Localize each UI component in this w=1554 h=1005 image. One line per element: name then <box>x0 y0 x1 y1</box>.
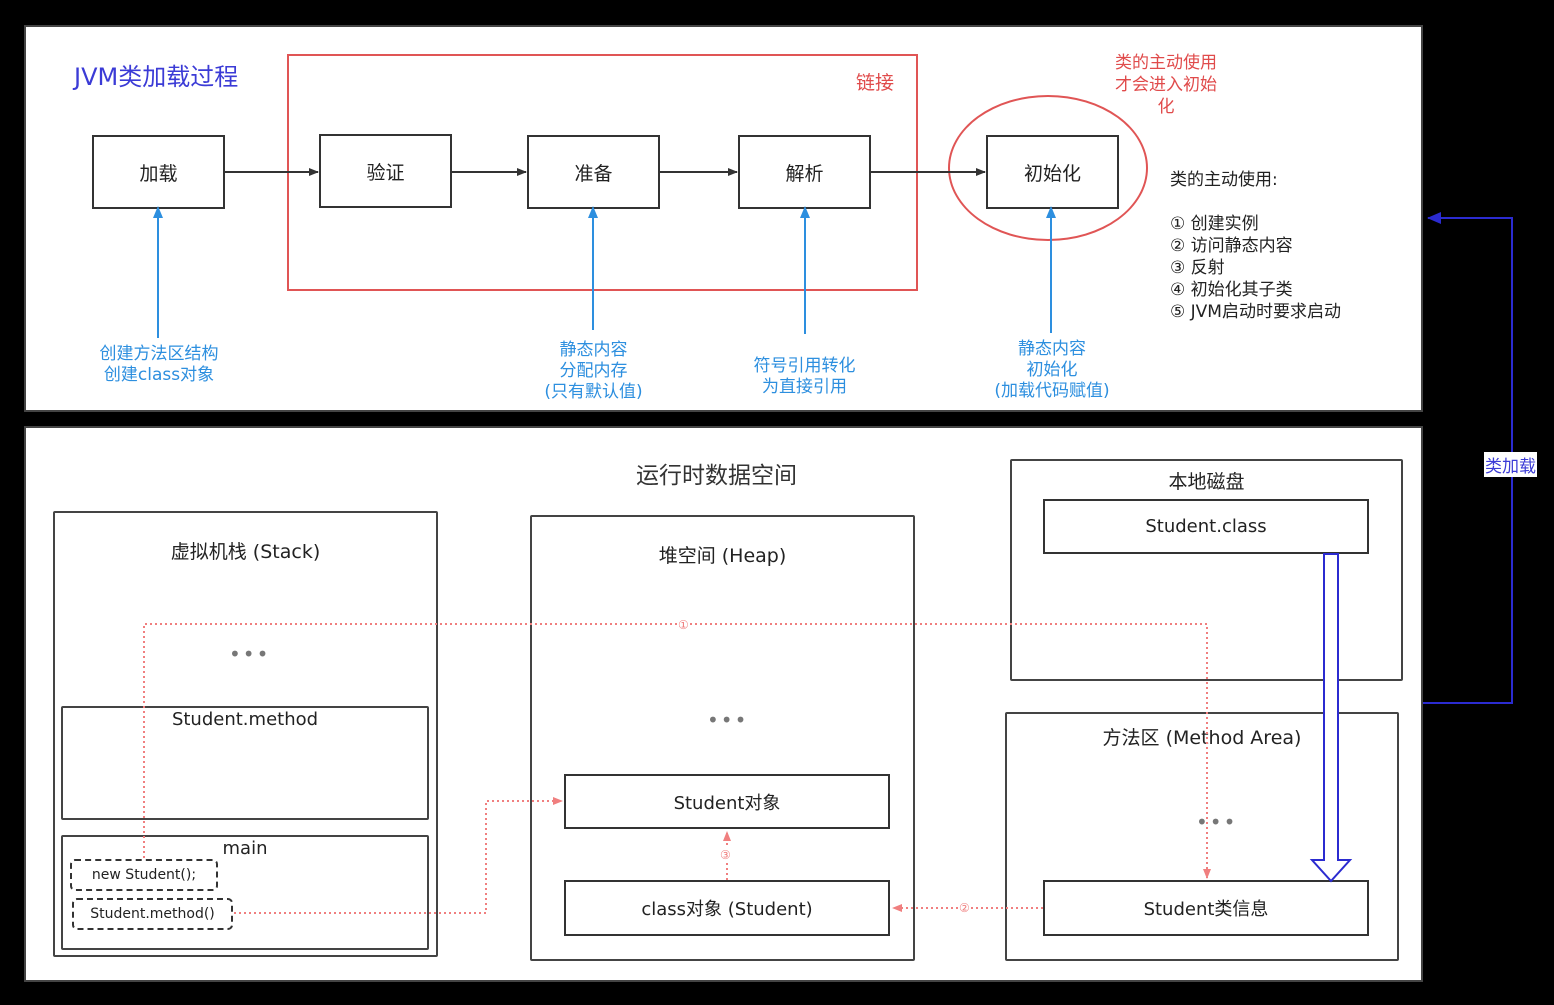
runtime-data-title: 运行时数据空间 <box>636 463 797 489</box>
load-annotation: 创建方法区结构 创建class对象 <box>99 344 219 385</box>
class-object: class对象 (Student) <box>564 880 890 936</box>
connector-new-to-class-info <box>143 623 1211 879</box>
active-use-note: 类的主动使用 才会进入初始 化 <box>1115 53 1217 117</box>
method-area-title: 方法区 (Method Area) <box>1102 727 1302 749</box>
new-student-statement: new Student(); <box>70 859 218 891</box>
initialization-ellipse <box>948 95 1148 241</box>
active-use-list: 类的主动使用: ① 创建实例 ② 访问静态内容 ③ 反射 ④ 初始化其子类 ⑤ … <box>1170 169 1341 323</box>
init-annotation: 静态内容 初始化 (加载代码赋值) <box>994 339 1110 401</box>
method-area-ellipsis: ••• <box>1196 810 1238 834</box>
student-class-file: Student.class <box>1043 499 1369 554</box>
disk-title: 本地磁盘 <box>1168 471 1245 493</box>
marker-1: ① <box>678 618 689 632</box>
student-method-call: Student.method() <box>72 898 233 930</box>
prepare-annotation: 静态内容 分配内存 (只有默认值) <box>544 340 643 402</box>
active-use-item: ⑤ JVM启动时要求启动 <box>1170 302 1341 322</box>
stack-ellipsis: ••• <box>229 642 271 666</box>
active-use-heading: 类的主动使用: <box>1170 170 1278 190</box>
stage-initialization: 初始化 <box>986 135 1119 209</box>
active-use-item: ④ 初始化其子类 <box>1170 280 1293 300</box>
stage-loading: 加载 <box>92 135 225 209</box>
active-use-item: ① 创建实例 <box>1170 214 1259 234</box>
marker-3: ③ <box>720 848 731 862</box>
stage-verification: 验证 <box>319 134 452 208</box>
heap-ellipsis: ••• <box>707 708 749 732</box>
stage-preparation: 准备 <box>527 135 660 209</box>
student-class-info: Student类信息 <box>1043 880 1369 936</box>
connector-method-call-to-object <box>234 797 563 914</box>
stage-resolution: 解析 <box>738 135 871 209</box>
frame-method-label: Student.method <box>171 709 319 730</box>
heap-title: 堆空间 (Heap) <box>658 545 787 567</box>
linking-label: 链接 <box>856 72 895 94</box>
stack-frame-method: Student.method <box>61 706 429 820</box>
class-loading-panel <box>24 25 1423 412</box>
marker-2: ② <box>959 901 970 915</box>
resolve-annotation: 符号引用转化 为直接引用 <box>753 356 856 397</box>
active-use-item: ② 访问静态内容 <box>1170 236 1293 256</box>
stack-frame-main: main <box>61 835 429 950</box>
class-loading-title: JVM类加载过程 <box>74 63 239 91</box>
disk-to-method-area-arrow <box>1309 553 1353 883</box>
frame-main-label: main <box>222 838 268 859</box>
active-use-item: ③ 反射 <box>1170 258 1225 278</box>
student-object: Student对象 <box>564 774 890 829</box>
stack-title: 虚拟机栈 (Stack) <box>170 541 321 563</box>
class-loading-side-label: 类加载 <box>1484 452 1537 477</box>
